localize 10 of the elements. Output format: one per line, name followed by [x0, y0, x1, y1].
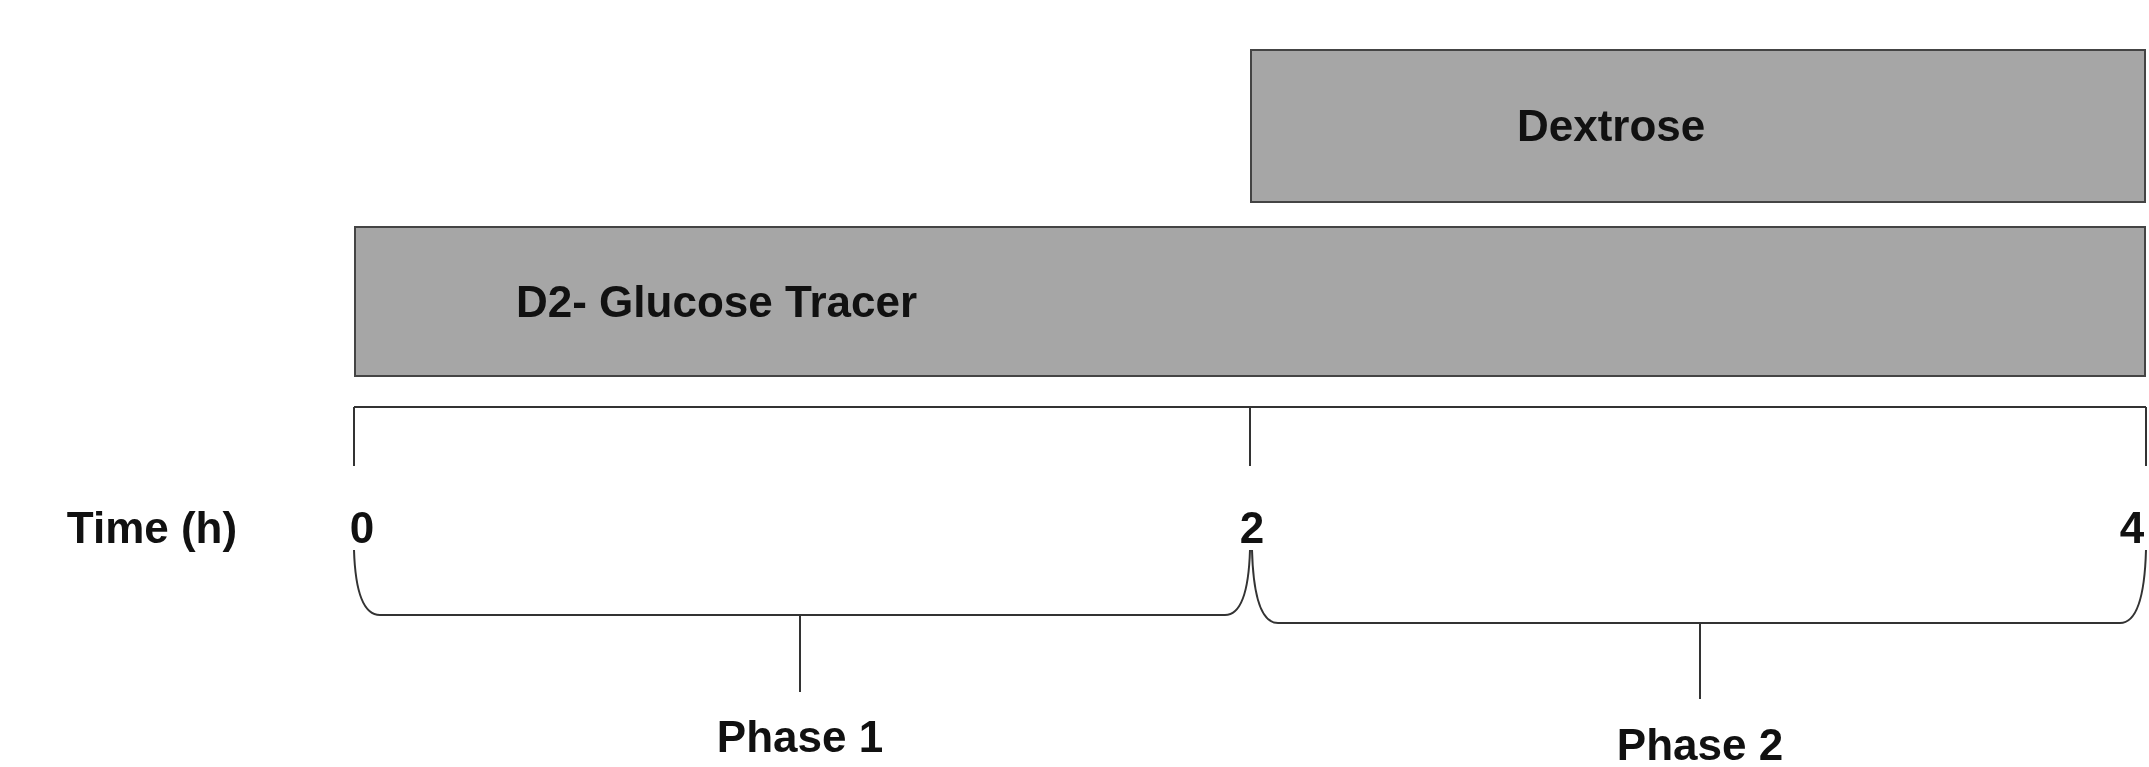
bar-label: Dextrose: [1517, 101, 1706, 151]
tick-label: 2: [1239, 503, 1265, 553]
infusion-bar: [1250, 49, 2146, 203]
phase-label: Phase 1: [716, 712, 884, 762]
axis-title: Time (h): [66, 503, 238, 553]
bar-label: D2- Glucose Tracer: [516, 276, 918, 327]
phase-label: Phase 2: [1616, 720, 1784, 767]
tick-label: 0: [349, 503, 375, 553]
infusion-bar: [354, 226, 2146, 377]
tick-label: 4: [2119, 503, 2145, 553]
